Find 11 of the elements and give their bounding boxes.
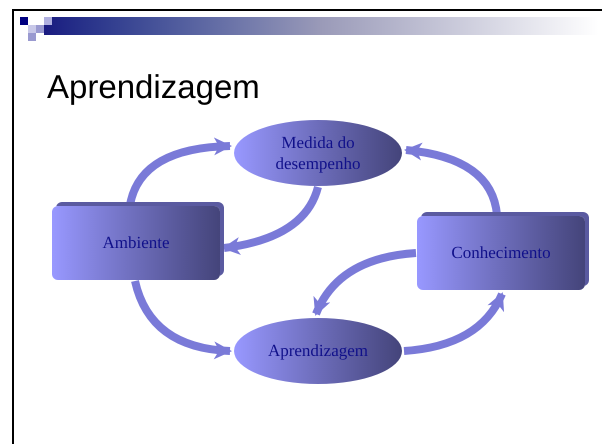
- node-label: Conhecimento: [450, 242, 552, 264]
- node-label: Aprendizagem: [266, 340, 370, 362]
- curved-arrow: [312, 249, 416, 316]
- slide-title: Aprendizagem: [47, 70, 260, 103]
- box-node: [52, 206, 220, 280]
- curved-arrow: [131, 280, 232, 359]
- curved-arrow: [222, 186, 322, 255]
- curved-arrow: [404, 292, 506, 355]
- node-label: Medida do desempenho: [274, 132, 362, 174]
- node-label: Ambiente: [101, 232, 171, 254]
- box-node: [417, 216, 585, 290]
